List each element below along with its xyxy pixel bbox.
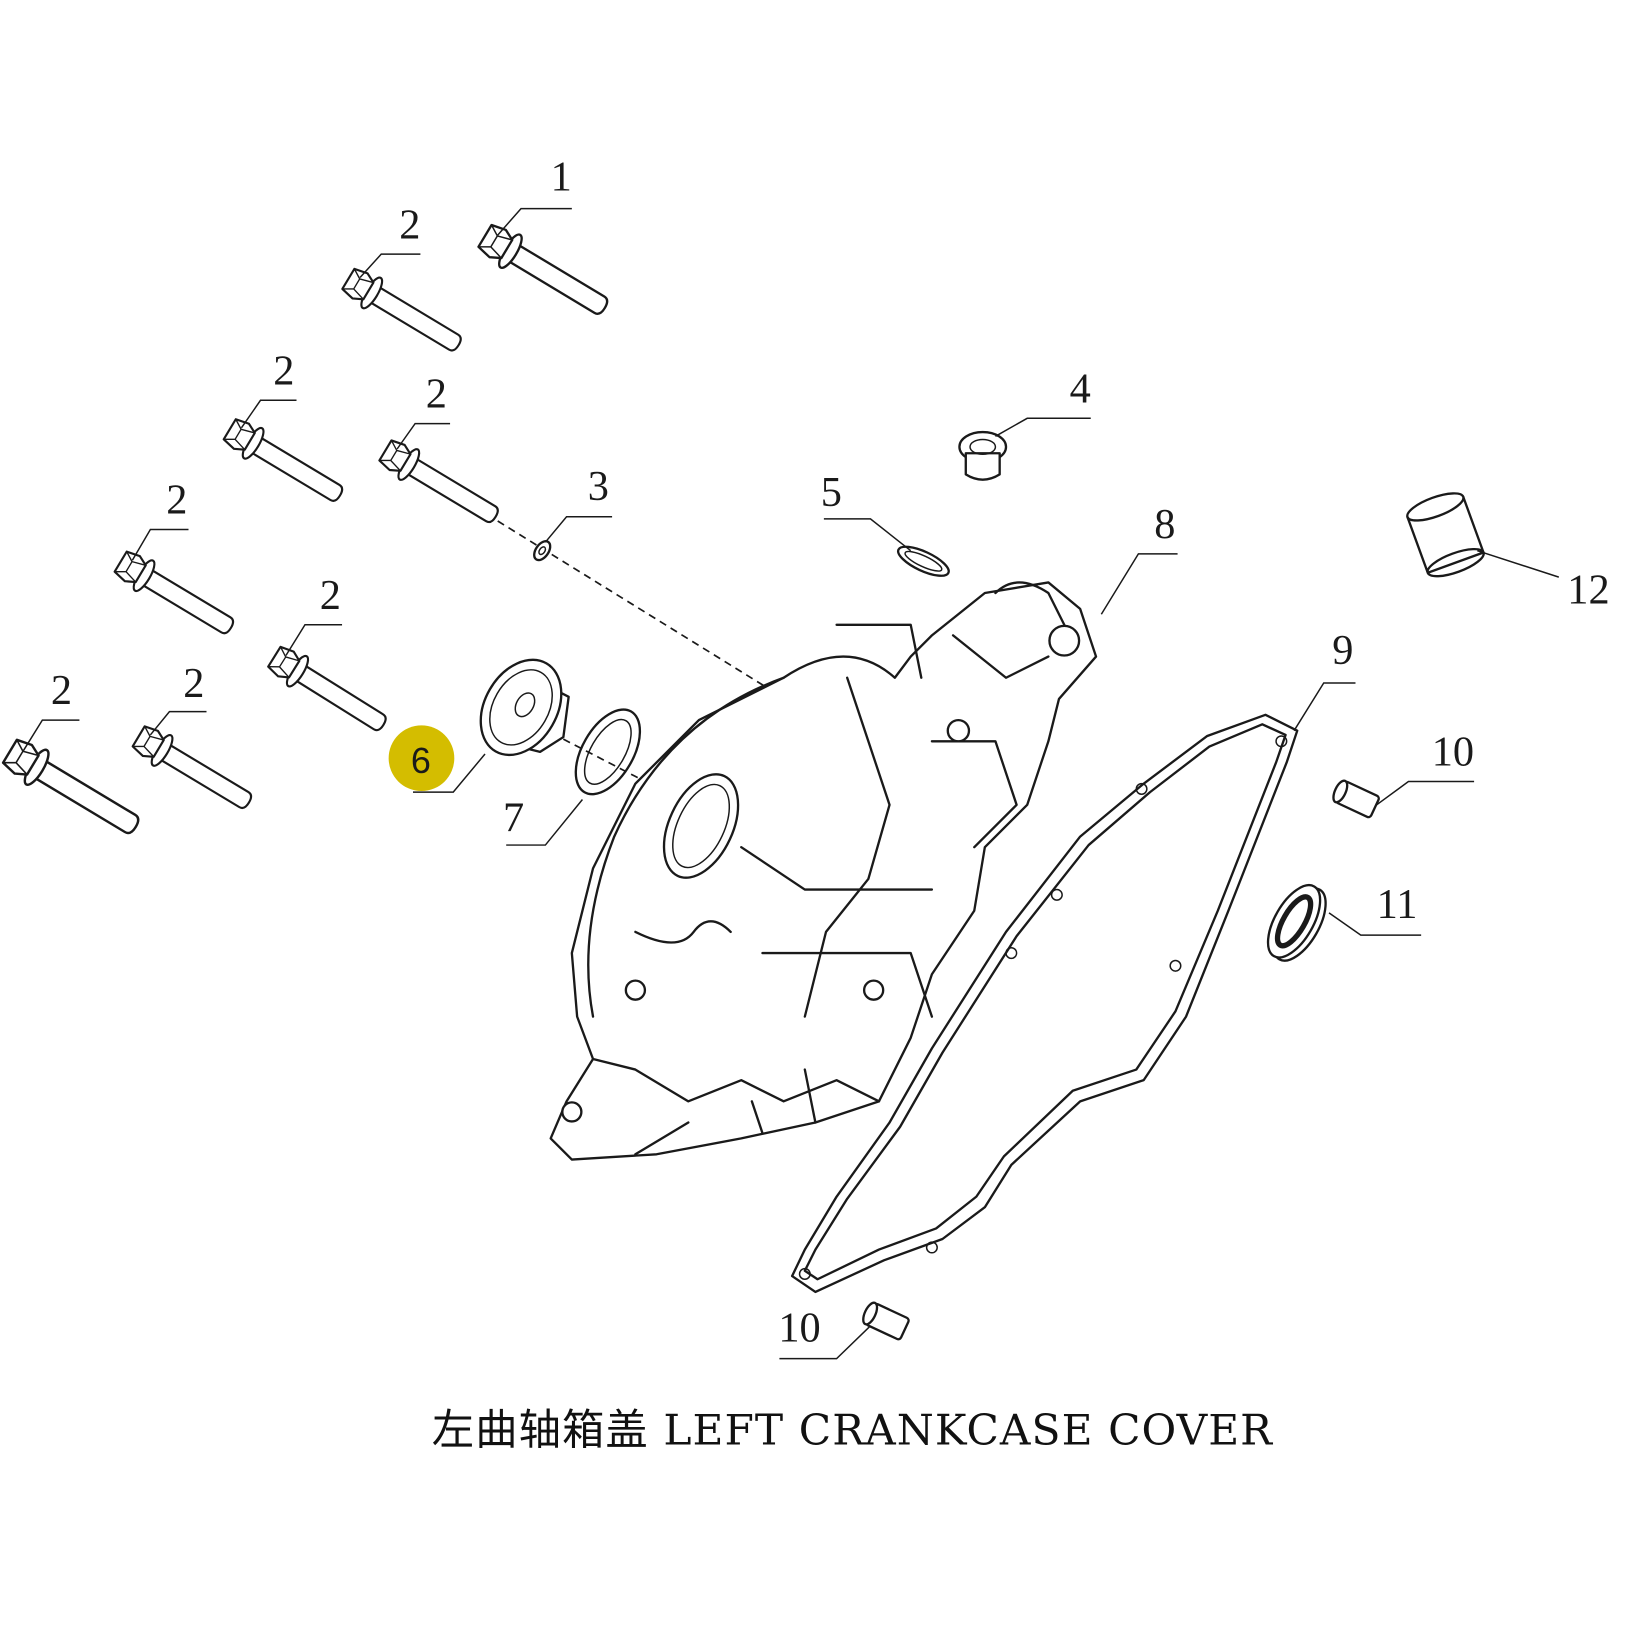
bolt-part-2b[interactable] — [219, 413, 351, 512]
callout-2: 2 — [320, 572, 341, 619]
callout-1: 1 — [551, 154, 572, 201]
bolt-part-2f[interactable] — [0, 732, 148, 846]
gasket-part-9[interactable] — [790, 713, 1299, 1294]
callout-2: 2 — [399, 201, 420, 248]
callout-2: 2 — [51, 667, 72, 714]
callout-7: 7 — [503, 794, 524, 841]
bolt-part-2e[interactable] — [263, 640, 394, 741]
callout-2: 2 — [183, 660, 204, 707]
callout-11: 11 — [1377, 881, 1418, 928]
crankcase-cover-part-8[interactable] — [549, 581, 1098, 1161]
leader-lines — [22, 207, 1560, 1360]
callout-12: 12 — [1567, 567, 1609, 614]
callout-2: 2 — [426, 371, 447, 418]
washer-part-3[interactable] — [531, 538, 554, 563]
callout-6: 6 — [411, 740, 431, 781]
diagram-title: 左曲轴箱盖 LEFT CRANKCASE COVER — [432, 1405, 1273, 1454]
bolt-part-2g[interactable] — [128, 720, 260, 819]
ring-part-7[interactable] — [563, 699, 654, 805]
bushing-part-12[interactable] — [1404, 488, 1487, 582]
callout-8: 8 — [1154, 501, 1175, 548]
callout-2: 2 — [166, 477, 187, 524]
callout-3: 3 — [588, 463, 609, 510]
bolt-part-2c[interactable] — [375, 434, 506, 533]
oil-seal-part-11[interactable] — [1257, 877, 1336, 969]
callout-9: 9 — [1332, 627, 1353, 674]
o-ring-part-5[interactable] — [894, 541, 952, 582]
callout-10: 10 — [778, 1305, 820, 1352]
callout-4: 4 — [1070, 365, 1091, 412]
cover-opening — [662, 773, 740, 879]
callout-10: 10 — [1432, 729, 1474, 776]
callout-2: 2 — [273, 347, 294, 394]
bolt-part-1[interactable] — [474, 218, 616, 326]
plug-part-4[interactable] — [958, 430, 1008, 481]
sleeve-part-10-lower[interactable] — [860, 1301, 910, 1341]
bolt-part-2a[interactable] — [338, 262, 469, 362]
bolt-part-2d[interactable] — [110, 545, 242, 644]
sleeve-part-10-upper[interactable] — [1331, 779, 1380, 819]
callout-5: 5 — [821, 469, 842, 516]
cap-part-6[interactable] — [464, 645, 577, 769]
highlight-marker-part-6[interactable] — [388, 725, 455, 792]
